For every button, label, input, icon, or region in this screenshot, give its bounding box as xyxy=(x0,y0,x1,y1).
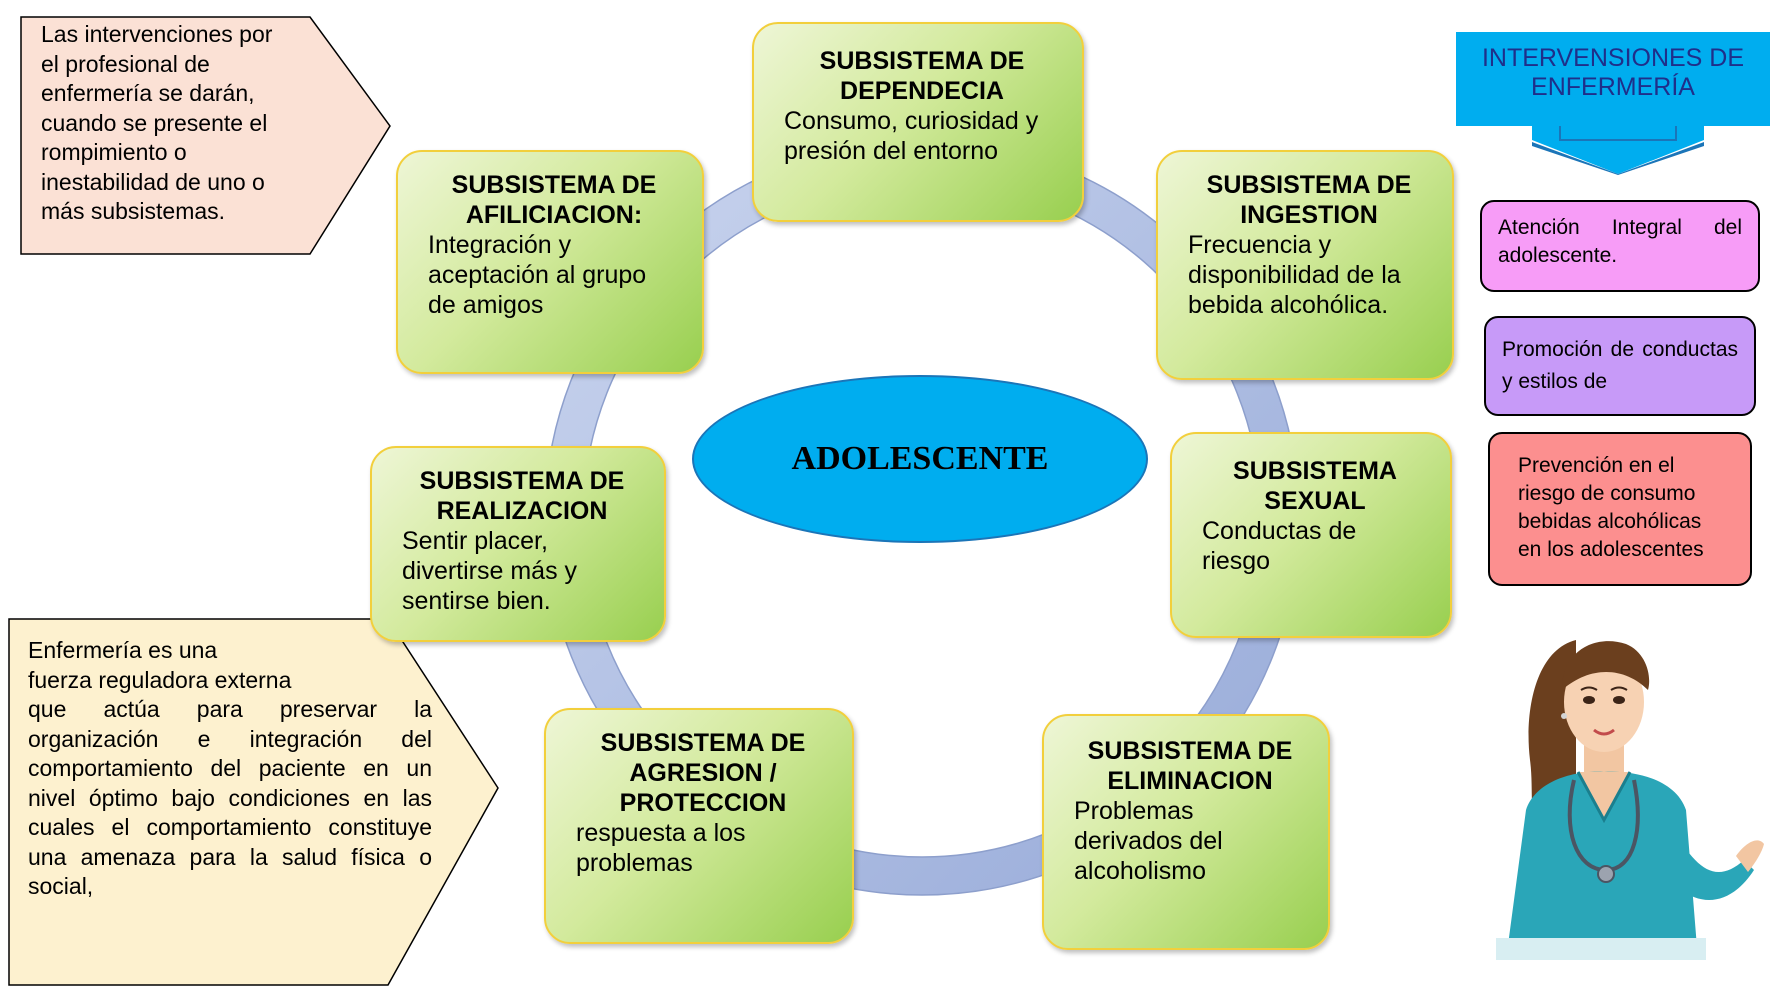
nurse-illustration xyxy=(1496,640,1764,960)
note-line: el profesional de xyxy=(41,50,210,77)
center-ellipse: ADOLESCENTE xyxy=(692,375,1148,543)
intervention-text: Prevención en el riesgo de consumo bebid… xyxy=(1518,454,1704,561)
center-label: ADOLESCENTE xyxy=(791,440,1049,477)
intervention-item: Prevención en el riesgo de consumo bebid… xyxy=(1488,432,1752,586)
note-line: más subsistemas. xyxy=(41,198,226,224)
note-line: inestabilidad de uno o xyxy=(41,168,265,195)
subsystem-desc: Integración y aceptación al grupo de ami… xyxy=(428,231,647,319)
note-bottom-left: Enfermería es una fuerza reguladora exte… xyxy=(8,618,500,986)
note-body: que actúa para preservar la organización… xyxy=(28,696,432,899)
note-line: rompimiento o xyxy=(41,139,187,165)
intervention-text: Atención Integral del adolescente. xyxy=(1498,216,1742,267)
interventions-header: INTERVENSIONES DE ENFERMERÍA xyxy=(1456,32,1770,126)
note-line: Enfermería es una xyxy=(28,637,218,663)
subsystem-realizacion: SUBSISTEMA DE REALIZACION Sentir placer,… xyxy=(370,446,666,642)
note-line: fuerza reguladora externa xyxy=(28,666,292,693)
subsystem-title: SUBSISTEMA DE DEPENDECIA xyxy=(819,47,1025,105)
subsystem-agresion: SUBSISTEMA DE AGRESION / PROTECCION resp… xyxy=(544,708,854,944)
subsystem-title: SUBSISTEMA DE AGRESION / PROTECCION xyxy=(600,729,806,817)
subsystem-title: SUBSISTEMA DE INGESTION xyxy=(1206,171,1412,229)
note-line: enfermería se darán, xyxy=(41,80,255,106)
subsystem-desc: respuesta a los problemas xyxy=(576,819,746,877)
note-line: cuando se presente el xyxy=(41,109,268,136)
subsystem-title: SUBSISTEMA DE ELIMINACION xyxy=(1087,737,1293,795)
subsystem-title: SUBSISTEMA SEXUAL xyxy=(1233,457,1397,515)
intervention-item: Promoción de conductas y estilos de xyxy=(1484,316,1756,416)
intervention-item: Atención Integral del adolescente. xyxy=(1480,200,1760,292)
note-line: Las intervenciones por xyxy=(41,21,273,47)
subsystem-desc: Problemas derivados del alcoholismo xyxy=(1074,797,1223,885)
note-top-left: Las intervenciones por el profesional de… xyxy=(20,16,392,256)
subsystem-dependencia: SUBSISTEMA DE DEPENDECIA Consumo, curios… xyxy=(752,22,1084,222)
subsystem-desc: Conductas de riesgo xyxy=(1202,517,1357,575)
down-arrow-icon xyxy=(1532,123,1704,175)
subsystem-afiliacion: SUBSISTEMA DE AFILICIACION: Integración … xyxy=(396,150,704,374)
interventions-header-label: INTERVENSIONES DE ENFERMERÍA xyxy=(1481,44,1745,101)
subsystem-sexual: SUBSISTEMA SEXUAL Conductas de riesgo xyxy=(1170,432,1452,638)
intervention-text: Promoción de conductas y estilos de xyxy=(1502,338,1738,393)
subsystem-desc: Frecuencia y disponibilidad de la bebida… xyxy=(1188,231,1401,319)
subsystem-desc: Sentir placer, divertirse más y sentirse… xyxy=(402,527,578,615)
subsystem-ingestion: SUBSISTEMA DE INGESTION Frecuencia y dis… xyxy=(1156,150,1454,380)
subsystem-title: SUBSISTEMA DE REALIZACION xyxy=(419,467,625,525)
subsystem-eliminacion: SUBSISTEMA DE ELIMINACION Problemas deri… xyxy=(1042,714,1330,950)
subsystem-title: SUBSISTEMA DE AFILICIACION: xyxy=(451,171,657,229)
subsystem-desc: Consumo, curiosidad y presión del entorn… xyxy=(784,107,1039,165)
